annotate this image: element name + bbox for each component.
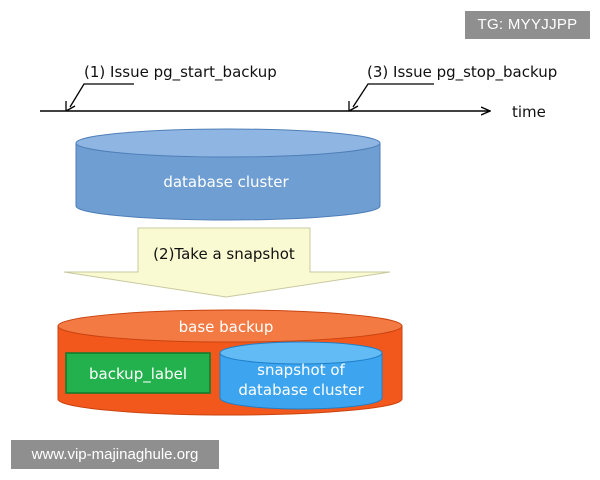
database-cluster-top	[75, 128, 381, 158]
timeline: time (1) Issue pg_start_backup (3) Issue…	[40, 63, 557, 121]
snapshot-cylinder-label-line2: database cluster	[238, 381, 364, 399]
base-backup-top	[57, 309, 403, 343]
database-cluster-body	[75, 142, 381, 221]
database-cluster-cylinder: database cluster	[75, 128, 381, 221]
database-cluster-label: database cluster	[163, 173, 289, 191]
stop-backup-leader-arrow-icon	[348, 101, 359, 112]
snapshot-cylinder-body	[219, 352, 383, 410]
watermark-bottom-left: www.vip-majinaghule.org	[11, 440, 219, 469]
start-backup-leader-arrow-icon	[65, 101, 76, 112]
snapshot-arrow-shape	[63, 227, 391, 298]
snapshot-cylinder-label-line1: snapshot of	[257, 361, 345, 379]
stop-backup-event-label: (3) Issue pg_stop_backup	[367, 63, 557, 82]
time-axis-label: time	[512, 103, 546, 121]
backup-label-box	[65, 352, 211, 394]
base-backup-title: base backup	[179, 318, 274, 336]
snapshot-step-label: (2)Take a snapshot	[153, 245, 295, 263]
watermark-top-right: TG: MYYJJPP	[465, 11, 590, 39]
snapshot-cylinder-top	[219, 341, 383, 365]
snapshot-arrow: (2)Take a snapshot	[63, 227, 391, 298]
stop-backup-leader	[352, 83, 434, 108]
backup-label-text: backup_label	[89, 365, 187, 384]
start-backup-event-label: (1) Issue pg_start_backup	[84, 63, 277, 82]
base-backup-cylinder: base backup backup_label snapshot of dat…	[57, 309, 403, 416]
start-backup-leader	[69, 83, 134, 108]
